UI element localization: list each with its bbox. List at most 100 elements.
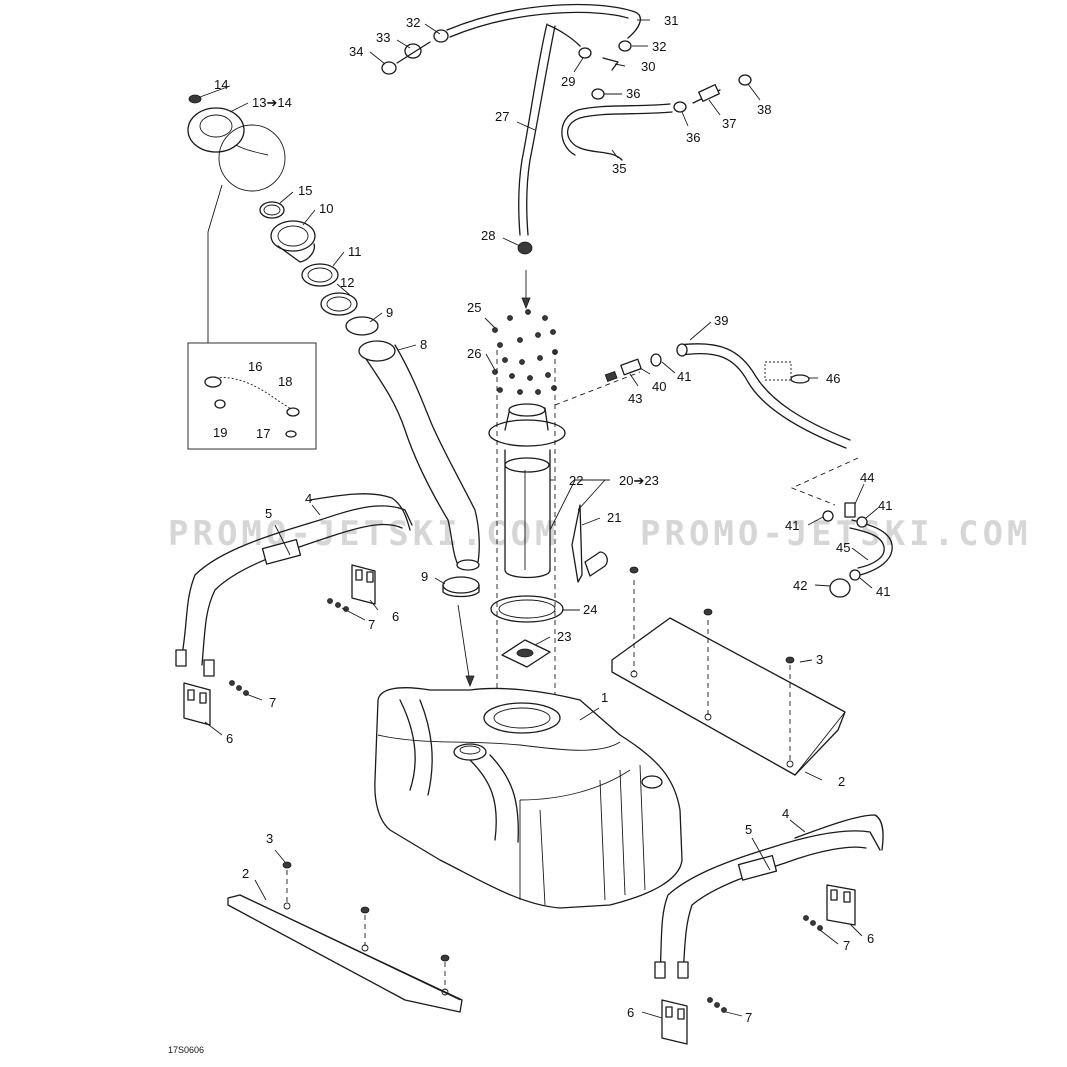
- cap-38: [738, 74, 752, 86]
- screw-7-i: [817, 925, 823, 931]
- screw-7-a: [327, 598, 333, 604]
- tether-detail: [235, 144, 269, 156]
- filter-23-center: [516, 648, 534, 658]
- vent-hose-31-edge: [449, 11, 629, 38]
- return-hose-39-end: [676, 343, 688, 357]
- return-hose-assembly: [604, 343, 893, 598]
- bracket-6-upper-slot-b: [366, 571, 374, 583]
- pump-flange: [488, 419, 566, 447]
- callout-46: 46: [826, 371, 840, 386]
- watermark: PROMO-JETSKI.COM PROMO-JETSKI.COM: [168, 514, 1028, 554]
- callout-41-mid-right: 41: [878, 498, 892, 513]
- fuel-tank-body: [374, 687, 683, 909]
- vent-hose-27-edge: [526, 25, 556, 236]
- vent-hose-assembly: [381, 3, 752, 310]
- callout-5-left: 5: [265, 506, 272, 521]
- screw-7-g: [803, 915, 809, 921]
- fuel-tank-rib-1: [539, 809, 546, 906]
- bracket-6-lower: [183, 682, 211, 726]
- bracket-6-right-upper-slot-b: [843, 891, 851, 903]
- fuel-tank-rib-2: [599, 779, 606, 901]
- callout-2-right: 2: [838, 774, 845, 789]
- strap-5-left-outer: [181, 505, 413, 656]
- detail-leader: [207, 184, 223, 343]
- screw-7-h: [810, 920, 816, 926]
- hole-d: [283, 902, 291, 910]
- filler-hose-8-right: [394, 344, 480, 563]
- clamp-41-upper: [650, 353, 662, 367]
- filler-neck-10-body: [277, 243, 316, 263]
- callout-18: 18: [278, 374, 292, 389]
- clamp-9-lower-band: [442, 584, 480, 598]
- support-rail-2-left-edge: [239, 894, 461, 1001]
- filler-neck-10-thread: [277, 225, 309, 247]
- bracket-6-upper-slot-a: [355, 569, 363, 581]
- callout-40: 40: [652, 379, 666, 394]
- fuel-tank-rib-4: [639, 764, 646, 891]
- callout-7-lower-right: 7: [745, 1010, 752, 1025]
- callout-labels: 1 2 2 3 3 4 4 5 5 6 6 6 6 7 7 7 7 8 9 9 …: [213, 13, 892, 1025]
- nut-12-inner: [326, 296, 352, 312]
- bracket-6-lower-slot-b: [199, 692, 207, 704]
- ring-11-inner: [307, 267, 333, 283]
- bracket-6-right-upper-slot-a: [830, 889, 838, 901]
- nut-12: [320, 292, 358, 316]
- callout-35: 35: [612, 161, 626, 176]
- callout-8: 8: [420, 337, 427, 352]
- gasket-24-inner: [498, 599, 556, 619]
- tank-vent-nozzle: [641, 775, 663, 789]
- callout-33: 33: [376, 30, 390, 45]
- gasket-15: [259, 201, 285, 219]
- strap-set-left: [175, 493, 413, 726]
- callout-9-upper: 9: [386, 305, 393, 320]
- callout-4-right: 4: [782, 806, 789, 821]
- callout-29: 29: [561, 74, 575, 89]
- pump-top-cap: [508, 403, 546, 417]
- bracket-6-lower-slot-a: [187, 689, 195, 701]
- callout-20-23: 20➔23: [619, 473, 659, 488]
- leader-lines: [199, 19, 879, 1019]
- fuel-tank-rib-3: [619, 769, 626, 896]
- connector-40: [620, 358, 642, 376]
- tank-strap-left-inner: [419, 699, 433, 796]
- tank-pump-opening: [483, 702, 561, 734]
- bolt-3-f: [440, 954, 450, 962]
- return-hose-39: [679, 343, 851, 441]
- arrow-neck-to-tank: [457, 604, 471, 683]
- callout-3-right: 3: [816, 652, 823, 667]
- filler-hose-8-left: [359, 349, 459, 566]
- routing-dash: [790, 457, 859, 506]
- bolt-3-d: [282, 861, 292, 869]
- callout-25: 25: [467, 300, 481, 315]
- filler-neck-10: [270, 220, 316, 252]
- strap-buckle-right: [737, 854, 778, 881]
- strap-set-right: [654, 814, 884, 1045]
- fuel-tank-1: [374, 687, 683, 909]
- return-hose-39-edge: [681, 352, 847, 449]
- plug-14: [188, 94, 202, 104]
- strap-5-right-outer: [659, 830, 881, 976]
- filler-hose-8-bottom: [456, 559, 480, 571]
- rivet-19: [214, 399, 226, 409]
- strap-end-left-a: [175, 649, 187, 667]
- vent-hose-35-edge: [561, 103, 671, 156]
- valve-37-body: [698, 84, 720, 102]
- callout-13-14: 13➔14: [252, 95, 292, 110]
- support-rail-2-left: [227, 894, 463, 1013]
- clamp-28: [517, 241, 533, 255]
- callout-23: 23: [557, 629, 571, 644]
- pump-body-22: [504, 449, 551, 579]
- sensor-float: [584, 551, 608, 577]
- strap-end-right-b: [677, 961, 689, 979]
- callout-41-mid-left: 41: [785, 518, 799, 533]
- callout-1: 1: [601, 690, 608, 705]
- level-sensor-21: [571, 504, 583, 583]
- hose-45-edge: [849, 527, 885, 569]
- screw-7-j: [707, 997, 713, 1003]
- callout-10: 10: [319, 201, 333, 216]
- callout-38: 38: [757, 102, 771, 117]
- callout-36-lower: 36: [686, 130, 700, 145]
- tank-pump-opening-inner: [493, 707, 551, 729]
